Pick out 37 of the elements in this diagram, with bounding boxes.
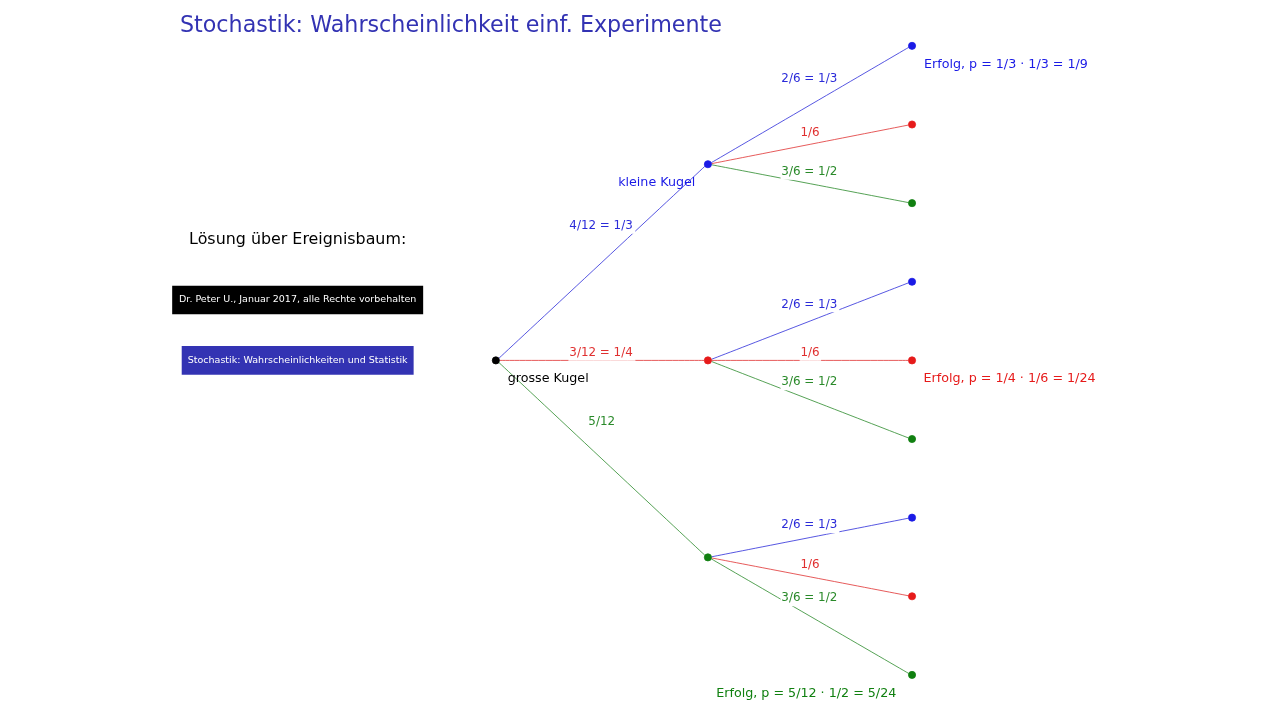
- connector: [711, 360, 909, 361]
- node-circle: [703, 356, 712, 365]
- node-circle: [908, 435, 916, 443]
- node-label: Erfolg, p = 1/4 · 1/6 = 1/24: [923, 370, 1096, 386]
- edge-label: 3/12 = 1/4: [569, 345, 633, 360]
- connector: [711, 361, 909, 439]
- edge-label: 3/6 = 1/2: [781, 374, 838, 389]
- node-circle: [908, 277, 916, 286]
- node-circle: [908, 513, 916, 522]
- node-circle: [908, 199, 916, 208]
- edge-label: 2/6 = 1/3: [781, 517, 838, 532]
- node-label: kleine Kugel: [618, 173, 696, 189]
- label: Dr. Peter U., Januar 2017, alle Rechte vorbehalten: [179, 293, 417, 305]
- node-circle: [908, 670, 916, 679]
- edge-label: 2/6 = 1/3: [781, 296, 838, 311]
- label: Lösung über Ereignisbaum:: [189, 228, 407, 248]
- edge-label: 3/6 = 1/2: [781, 163, 838, 178]
- node-label: grosse Kugel: [507, 370, 589, 386]
- diagram-title: Stochastik: Wahrscheinlichkeit einf. Experimente: [179, 11, 722, 38]
- node-circle: [908, 356, 916, 365]
- edge-label: 3/6 = 1/2: [781, 590, 838, 605]
- connector: [710, 46, 910, 164]
- node-circle: [491, 356, 500, 365]
- edge-label: 2/6 = 1/3: [781, 71, 838, 86]
- node-label: Erfolg, p = 5/12 · 1/2 = 5/24: [716, 684, 897, 700]
- edge-label: 1/6: [800, 125, 820, 140]
- node-circle: [908, 592, 916, 601]
- edge-label: 1/6: [800, 557, 820, 572]
- label: Stochastik: Wahrscheinlichkeiten und Statistik: [187, 353, 408, 365]
- node-label: Erfolg, p = 1/3 · 1/3 = 1/9: [923, 55, 1088, 71]
- node-circle: [908, 120, 916, 129]
- edge-label: 4/12 = 1/3: [569, 217, 633, 232]
- node-circle: [703, 160, 712, 169]
- node-circle: [703, 553, 712, 562]
- edge-label: 5/12: [588, 414, 616, 429]
- edge-label: 1/6: [800, 345, 820, 360]
- node-circle: [908, 41, 916, 50]
